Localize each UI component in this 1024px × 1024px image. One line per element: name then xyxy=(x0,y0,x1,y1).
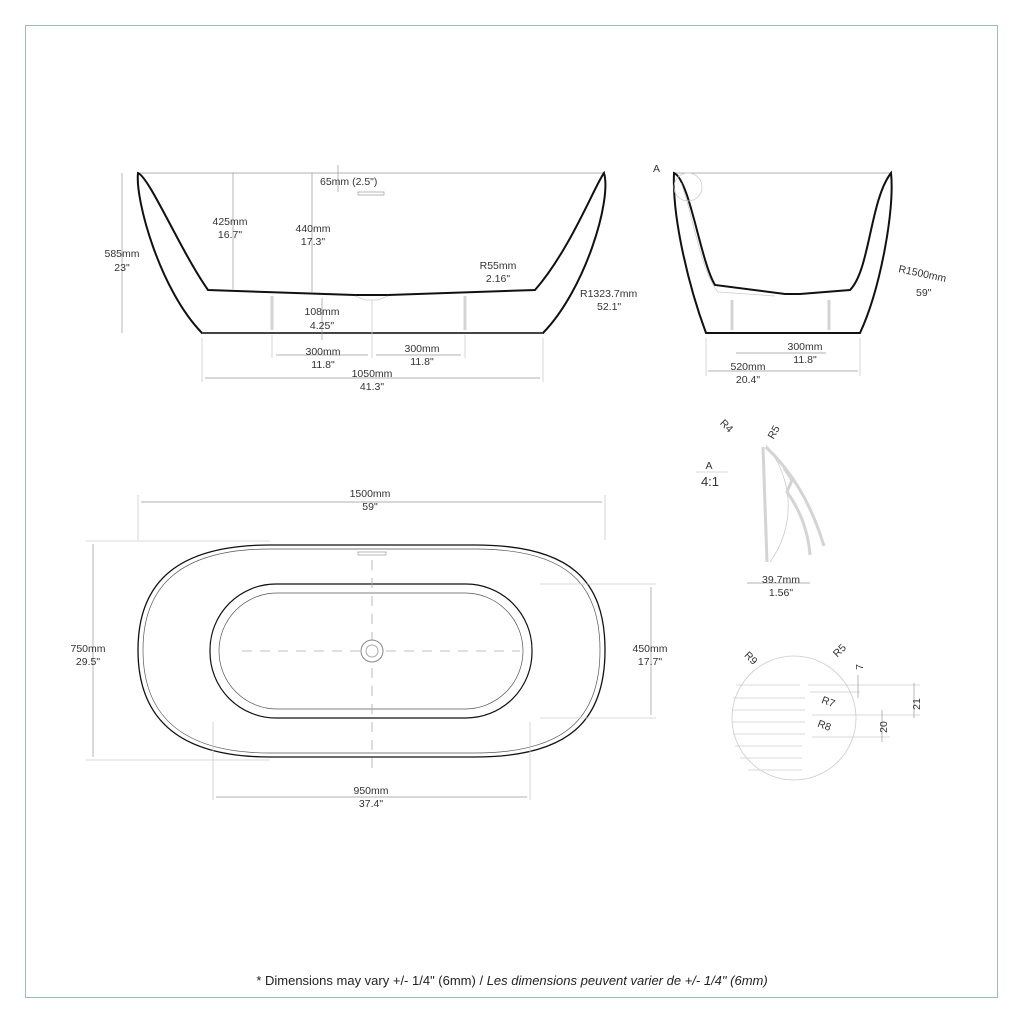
r4-label: R4 xyxy=(717,417,735,435)
r9-label: R9 xyxy=(742,649,760,667)
feet-in: 11.8" xyxy=(793,354,817,366)
inner-440-mm: 440mm xyxy=(295,223,330,235)
r1323-mm: R1323.7mm xyxy=(580,288,637,300)
foot-right-in: 11.8" xyxy=(410,356,434,368)
base-in: 41.3" xyxy=(360,381,384,393)
inner-425-in: 16.7" xyxy=(218,229,242,241)
depth-65: 65mm (2.5") xyxy=(320,176,377,188)
detail-b: R9 R5 R7 R8 7 21 20 xyxy=(731,642,923,781)
foot-right-mm: 300mm xyxy=(404,343,439,355)
inner-length-mm: 950mm xyxy=(353,785,388,797)
width-mm: 750mm xyxy=(70,643,105,655)
dim-21: 21 xyxy=(911,698,923,710)
inner-425-mm: 425mm xyxy=(212,216,247,228)
thickness-in: 1.56" xyxy=(769,587,793,599)
length-mm: 1500mm xyxy=(350,488,391,500)
r1323-in: 52.1" xyxy=(597,301,621,313)
detail-a: A 4:1 R4 R5 39.7mm 1.56" xyxy=(696,417,826,599)
end-base-in: 20.4" xyxy=(736,374,760,386)
height-mm: 585mm xyxy=(104,248,139,260)
r55-in: 2.16" xyxy=(486,273,510,285)
footer-note: * Dimensions may vary +/- 1/4" (6mm) / L… xyxy=(256,973,767,988)
drain-mm: 108mm xyxy=(304,306,339,318)
drawing-frame xyxy=(25,25,998,998)
r55-mm: R55mm xyxy=(480,260,517,272)
inner-length-in: 37.4" xyxy=(359,798,383,810)
length-in: 59" xyxy=(362,501,378,513)
r8-label: R8 xyxy=(816,718,833,734)
detail-a-scale: 4:1 xyxy=(701,474,719,489)
dim-20: 20 xyxy=(878,721,890,733)
r5-label: R5 xyxy=(766,423,783,441)
inner-440-in: 17.3" xyxy=(301,236,325,248)
side-view: 585mm 23" 425mm 16.7" 440mm 17.3" 65mm (… xyxy=(104,165,637,393)
top-view: 1500mm 59" 750mm 29.5" 450mm 17.7" 950mm… xyxy=(70,488,667,810)
r5-b-label: R5 xyxy=(831,642,849,660)
inner-width-mm: 450mm xyxy=(632,643,667,655)
height-in: 23" xyxy=(114,262,130,274)
inner-width-in: 17.7" xyxy=(638,656,662,668)
foot-left-mm: 300mm xyxy=(305,346,340,358)
dim-7: 7 xyxy=(854,664,866,670)
end-base-mm: 520mm xyxy=(730,361,765,373)
base-mm: 1050mm xyxy=(352,368,393,380)
r1500-mm: R1500mm xyxy=(897,263,947,285)
drain-in: 4.25" xyxy=(310,320,334,332)
foot-left-in: 11.8" xyxy=(311,359,335,371)
feet-mm: 300mm xyxy=(787,341,822,353)
r7-label: R7 xyxy=(820,694,837,710)
detail-a-label: A xyxy=(705,460,712,472)
width-in: 29.5" xyxy=(76,656,100,668)
detail-ref-a: A xyxy=(653,163,660,175)
r1500-in: 59" xyxy=(916,287,932,299)
thickness-mm: 39.7mm xyxy=(762,574,800,586)
end-view: A R1500mm 59" 300mm 11.8" 520mm 20.4" xyxy=(653,163,947,386)
